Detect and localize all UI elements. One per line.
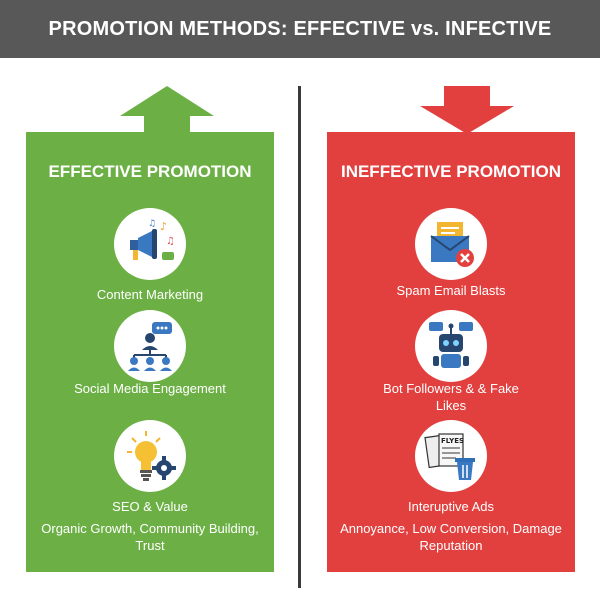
- effective-item-label: Social Media Engagement: [74, 381, 226, 396]
- lightbulb-gear-icon: [114, 420, 186, 492]
- arrow-down-icon: [420, 86, 514, 134]
- ineffective-summary: Annoyance, Low Conversion, Damage Reputa…: [340, 521, 562, 553]
- ineffective-item-label: Spam Email Blasts: [396, 283, 506, 298]
- ineffective-item-label: Interuptive Ads: [408, 499, 494, 514]
- effective-item-label: Content Marketing: [96, 287, 204, 302]
- social-network-icon: [114, 310, 186, 382]
- ineffective-panel: INEFFECTIVE PROMOTION Spam Email Blasts …: [327, 132, 575, 572]
- svg-text:♫: ♫: [148, 219, 156, 229]
- arrow-up-icon: [120, 86, 214, 134]
- effective-summary: Organic Growth, Community Building, Trus…: [41, 521, 259, 553]
- ineffective-heading: INEFFECTIVE PROMOTION: [340, 162, 562, 181]
- svg-text:♪: ♪: [160, 220, 167, 233]
- flyer-text: FLYES: [441, 437, 464, 445]
- center-divider: [298, 86, 301, 588]
- megaphone-icon: ♪ ♫ ♫: [114, 208, 186, 280]
- flyers-trash-icon: FLYES: [415, 420, 487, 492]
- effective-item-label: SEO & Value: [112, 499, 188, 514]
- spam-email-icon: [415, 208, 487, 280]
- svg-text:♫: ♫: [166, 236, 175, 247]
- page-title: PROMOTION METHODS: EFFECTIVE vs. INFECTI…: [0, 0, 600, 58]
- effective-panel: EFFECTIVE PROMOTION ♪ ♫ ♫ Content Market…: [26, 132, 274, 572]
- effective-heading: EFFECTIVE PROMOTION: [48, 162, 252, 181]
- robot-icon: [415, 310, 487, 382]
- ineffective-item-label: Bot Followers & & Fake Likes: [383, 381, 519, 413]
